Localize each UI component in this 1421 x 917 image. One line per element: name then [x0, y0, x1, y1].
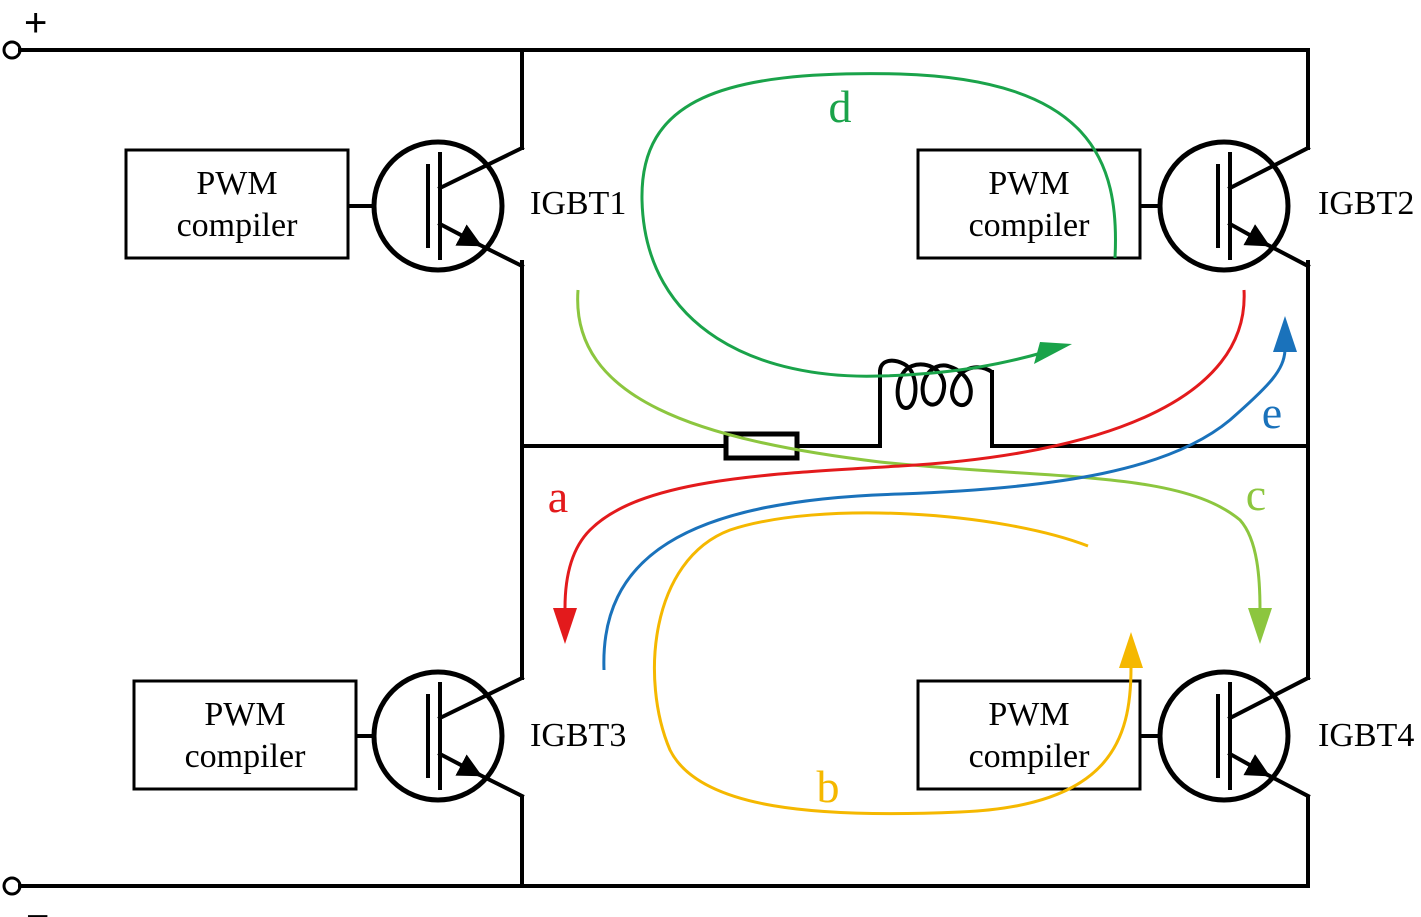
current-path-a-arrowhead: [553, 608, 577, 644]
current-path-a-label: a: [548, 471, 568, 522]
igbt4-label: IGBT4: [1318, 717, 1414, 754]
current-path-b-arrowhead: [1119, 632, 1143, 668]
pwm-box-3: PWM compiler: [132, 679, 358, 791]
pwm-box-1-line2: compiler: [177, 207, 299, 244]
positive-sign: +: [24, 1, 47, 45]
current-path-c-label: c: [1246, 469, 1266, 520]
pwm-box-3-line1: PWM: [204, 696, 285, 733]
current-path-d-label: d: [829, 81, 852, 132]
igbt3-label: IGBT3: [530, 717, 626, 754]
igbt3-symbol: [371, 653, 525, 803]
pwm-box-1: PWM compiler: [124, 148, 350, 260]
current-path-e: [602, 349, 1287, 671]
pwm-box-4-line2: compiler: [969, 738, 1091, 775]
current-path-e-arrowhead: [1273, 316, 1297, 352]
igbt1-symbol: [371, 118, 525, 273]
current-path-b: [653, 511, 1133, 816]
igbt1-label: IGBT1: [530, 185, 626, 222]
current-path-b-label: b: [817, 761, 840, 812]
pwm-box-4: PWM compiler: [916, 679, 1142, 791]
current-path-d-arrowhead: [1034, 342, 1072, 364]
current-path-c-arrowhead: [1248, 608, 1272, 644]
negative-sign: −: [26, 895, 49, 917]
current-path-a: [563, 289, 1246, 609]
igbt2-symbol: [1157, 118, 1311, 273]
igbt2-label: IGBT2: [1318, 185, 1414, 222]
igbt4-symbol: [1157, 653, 1311, 803]
current-path-e-label: e: [1262, 387, 1282, 438]
current-path-c: [576, 289, 1262, 611]
pwm-box-2-line2: compiler: [969, 207, 1091, 244]
current-path-d: [640, 72, 1117, 378]
pwm-box-4-line1: PWM: [988, 696, 1069, 733]
positive-terminal: [2, 40, 22, 60]
pwm-box-2-line1: PWM: [988, 165, 1069, 202]
pwm-box-1-line1: PWM: [196, 165, 277, 202]
pwm-box-2: PWM compiler: [916, 148, 1142, 260]
inductor-symbol: [878, 358, 994, 411]
negative-terminal: [2, 876, 22, 896]
pwm-box-3-line2: compiler: [185, 738, 307, 775]
